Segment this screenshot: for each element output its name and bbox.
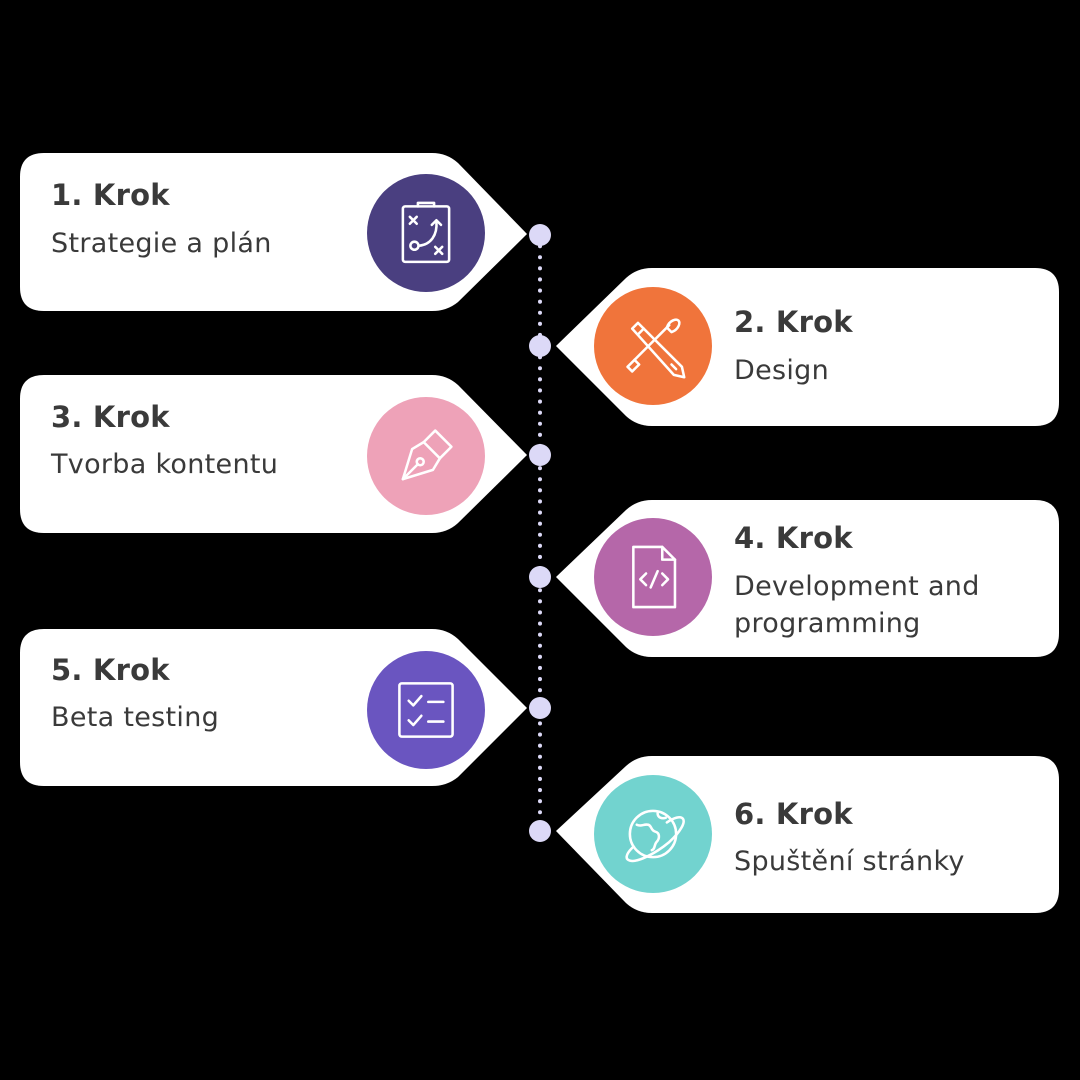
step-1-title: 1. Krok <box>51 178 170 212</box>
timeline-node-5 <box>529 697 551 719</box>
step-5-subtitle: Beta testing <box>51 702 220 733</box>
fountain-pen-icon <box>367 397 485 515</box>
step-2-subtitle: Design <box>734 355 830 386</box>
checklist-icon <box>367 651 485 769</box>
strategy-plan-icon <box>367 174 485 292</box>
step-5-title: 5. Krok <box>51 653 170 687</box>
timeline-node-6 <box>529 820 551 842</box>
step-2-title: 2. Krok <box>734 305 853 339</box>
step-3-title: 3. Krok <box>51 400 170 434</box>
timeline-node-3 <box>529 444 551 466</box>
timeline-node-2 <box>529 335 551 357</box>
step-3-subtitle: Tvorba kontentu <box>51 449 279 480</box>
globe-icon <box>594 775 712 893</box>
step-1-subtitle: Strategie a plán <box>51 228 272 259</box>
pencil-brush-icon <box>594 287 712 405</box>
step-6-subtitle: Spuštění stránky <box>734 846 965 877</box>
step-6-title: 6. Krok <box>734 797 853 831</box>
timeline-node-4 <box>529 566 551 588</box>
step-4-subtitle: Development and programming <box>734 571 980 639</box>
code-file-icon <box>594 518 712 636</box>
timeline-node-1 <box>529 224 551 246</box>
step-4-title: 4. Krok <box>734 521 853 555</box>
